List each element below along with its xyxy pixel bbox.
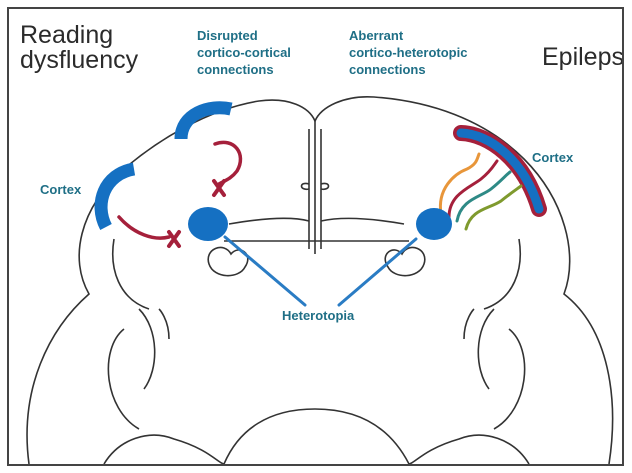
aberrant-line-2-label: cortico-heterotopic bbox=[349, 44, 467, 61]
heterotopia-node-left bbox=[188, 207, 228, 241]
reading-dysfluency-label: Reading dysfluency bbox=[20, 23, 138, 73]
heterotopia-node-right bbox=[416, 208, 452, 240]
aberrant-line-1-label: Aberrant bbox=[349, 27, 467, 44]
disrupted-line-1: Disrupted bbox=[197, 27, 291, 44]
disrupted-line-3: connections bbox=[197, 61, 291, 78]
heterotopia-label: Heterotopia bbox=[282, 307, 354, 324]
heterotopia-pointer-left bbox=[225, 237, 305, 305]
aberrant-connections-label: Aberrant cortico-heterotopic connections bbox=[349, 27, 467, 78]
cortex-right-label: Cortex bbox=[532, 149, 573, 166]
disrupted-line-2: cortico-cortical bbox=[197, 44, 291, 61]
disrupted-arrow-upper bbox=[215, 142, 240, 184]
disrupted-connections-label: Disrupted cortico-cortical connections bbox=[197, 27, 291, 78]
reading-line-2: dysfluency bbox=[20, 48, 138, 73]
aberrant-line-4 bbox=[466, 186, 521, 229]
brain-diagram bbox=[9, 9, 622, 464]
brain-outline bbox=[27, 97, 612, 464]
reading-line-1: Reading bbox=[20, 23, 138, 48]
aberrant-line-3 bbox=[457, 172, 510, 221]
x-mark-icon-lower bbox=[169, 232, 179, 246]
diagram-frame: Reading dysfluency Epilepsy Disrupted co… bbox=[7, 7, 624, 466]
cortex-arc-upper-left bbox=[181, 108, 231, 139]
aberrant-line-3-label: connections bbox=[349, 61, 467, 78]
epilepsy-label: Epilepsy bbox=[542, 45, 624, 70]
cortex-left-label: Cortex bbox=[40, 181, 81, 198]
cortex-arc-lower-left bbox=[101, 169, 134, 227]
disrupted-arrow-lower bbox=[119, 217, 169, 238]
heterotopia-pointer-right bbox=[339, 239, 416, 305]
